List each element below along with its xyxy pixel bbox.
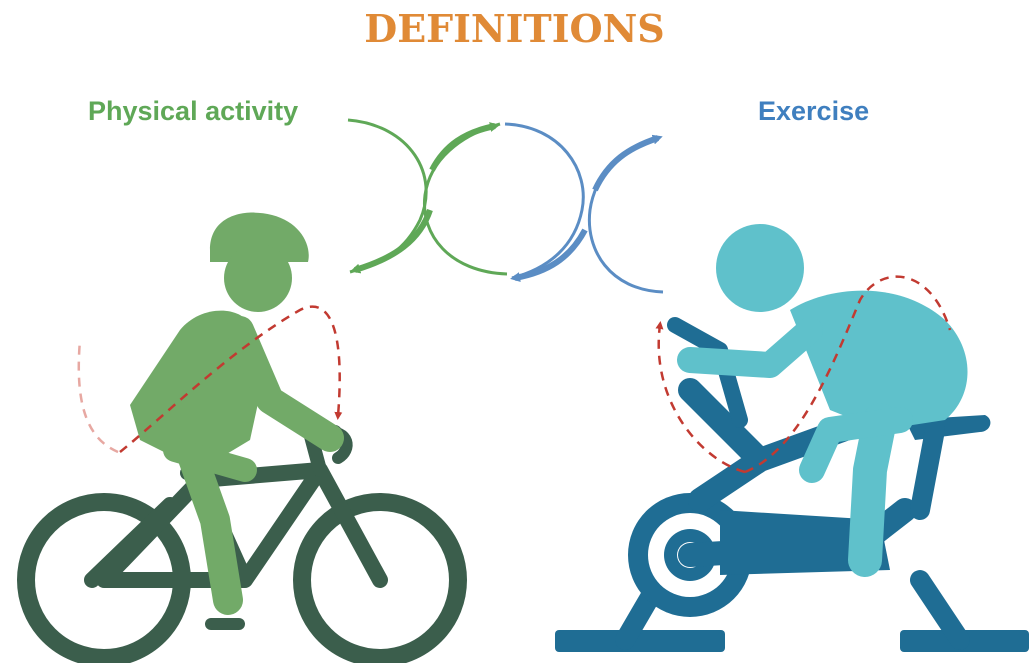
exercise-bike-base bbox=[555, 630, 725, 652]
cyclist-figure bbox=[17, 212, 467, 663]
exercise-bike-figure bbox=[555, 224, 1029, 652]
cycle-arrows bbox=[347, 118, 664, 294]
rider-leg bbox=[175, 435, 243, 615]
exercise-rider-leg-front bbox=[799, 407, 913, 483]
exercise-rider-torso bbox=[790, 290, 968, 430]
green-arc-left bbox=[347, 118, 428, 274]
exercise-label: Exercise bbox=[758, 96, 870, 126]
rider-leg-back bbox=[163, 438, 257, 482]
rider-torso bbox=[130, 310, 262, 470]
physical-activity-label: Physical activity bbox=[88, 96, 299, 126]
exercise-bike-seat-post bbox=[910, 420, 945, 520]
bike-pedal bbox=[205, 618, 245, 630]
blue-arc-left bbox=[504, 122, 585, 280]
green-arrow-up-right bbox=[429, 122, 500, 172]
motion-path-left bbox=[119, 305, 343, 453]
bike-front-wheel bbox=[293, 493, 467, 663]
rider-head bbox=[224, 244, 292, 312]
blue-arrow-up-right bbox=[592, 134, 663, 192]
rider-helmet bbox=[210, 212, 309, 262]
motion-path-right-2 bbox=[744, 275, 952, 474]
exercise-rider-head bbox=[716, 224, 804, 312]
exercise-rider-arm bbox=[677, 317, 823, 378]
page-title: DEFINITIONS bbox=[364, 6, 665, 51]
blue-arrow-down-left bbox=[510, 228, 588, 283]
exercise-bike-housing bbox=[720, 510, 890, 575]
rider-arm bbox=[226, 316, 344, 452]
motion-path-right bbox=[655, 321, 746, 474]
blue-arc-right bbox=[587, 136, 664, 294]
green-arrow-down-left bbox=[350, 208, 433, 274]
bike-frame bbox=[84, 462, 388, 588]
motion-trail-left bbox=[77, 339, 119, 454]
exercise-rider-leg bbox=[848, 403, 897, 577]
green-arc-right bbox=[422, 122, 508, 276]
